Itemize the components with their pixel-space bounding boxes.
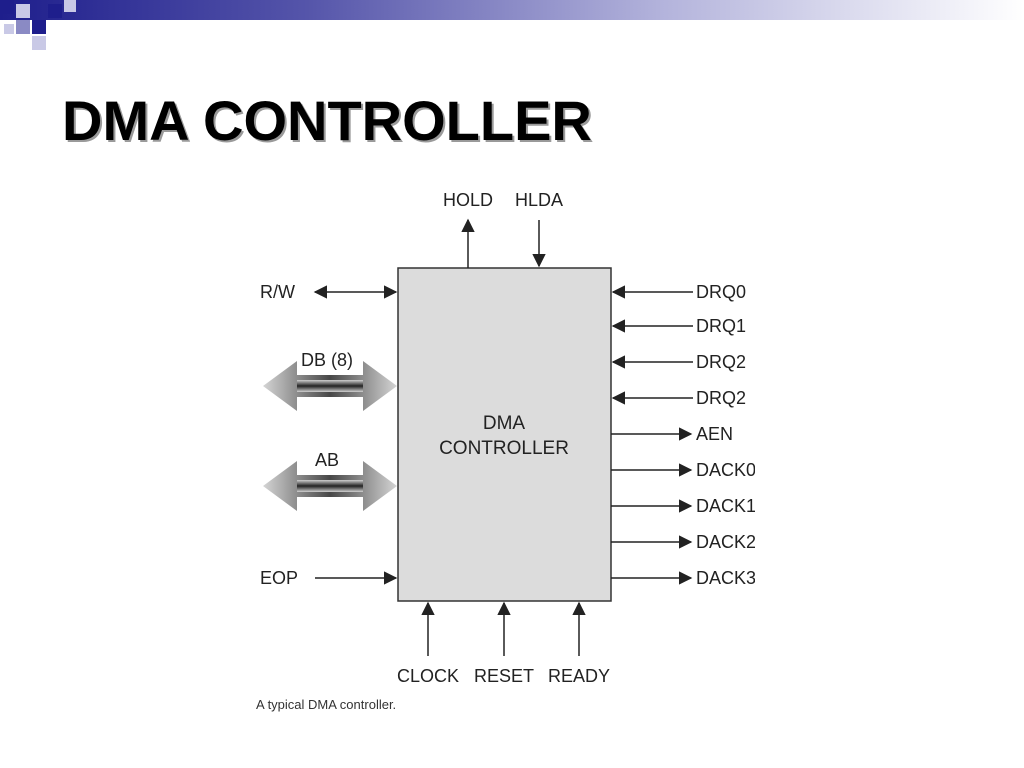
db-bus-arrow: [263, 361, 397, 411]
block-label-line2: CONTROLLER: [439, 438, 569, 459]
eop-label: EOP: [260, 568, 298, 588]
hlda-label: HLDA: [515, 190, 563, 210]
dack2-label: DACK2: [696, 532, 755, 552]
drq2a-label: DRQ2: [696, 352, 746, 372]
drq2b-label: DRQ2: [696, 388, 746, 408]
dma-controller-block: [397, 267, 612, 602]
rw-label: R/W: [260, 282, 295, 302]
aen-label: AEN: [696, 424, 733, 444]
slide-title: DMA CONTROLLER: [62, 89, 592, 152]
header-gradient-bar: [0, 0, 1024, 20]
dma-block-diagram: DMA CONTROLLER HOLD HLDA R/W DB (8) AB E…: [255, 186, 756, 716]
drq0-label: DRQ0: [696, 282, 746, 302]
drq1-label: DRQ1: [696, 316, 746, 336]
ready-label: READY: [548, 666, 610, 686]
dack0-label: DACK0: [696, 460, 755, 480]
clock-label: CLOCK: [397, 666, 459, 686]
ab-bus-arrow: [263, 461, 397, 511]
diagram-svg: DMA CONTROLLER HOLD HLDA R/W DB (8) AB E…: [260, 190, 756, 686]
reset-label: RESET: [474, 666, 534, 686]
block-label-line1: DMA: [483, 413, 526, 434]
dack3-label: DACK3: [696, 568, 755, 588]
db-label: DB (8): [301, 350, 353, 370]
dack1-label: DACK1: [696, 496, 755, 516]
figure-caption: A typical DMA controller.: [256, 697, 397, 712]
hold-label: HOLD: [443, 190, 493, 210]
ab-label: AB: [315, 450, 339, 470]
